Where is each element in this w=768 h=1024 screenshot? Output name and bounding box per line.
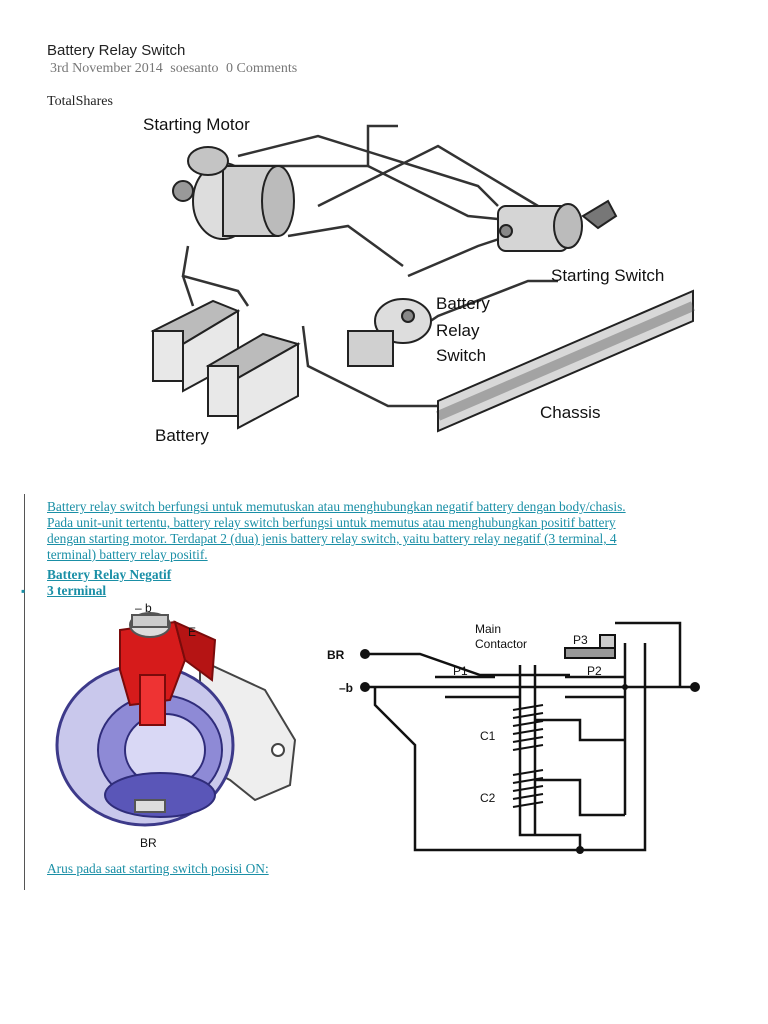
- circuit-label-br: BR: [327, 648, 345, 662]
- circuit-label-p3: P3: [573, 633, 588, 647]
- starting-switch: [497, 199, 618, 252]
- starting-motor: [172, 146, 295, 240]
- circuit-label-c1: C1: [480, 729, 496, 743]
- relay-label-minus-b: – b: [135, 601, 152, 615]
- intro-line-3: dengan starting motor. Terdapat 2 (dua) …: [47, 531, 617, 546]
- paragraph-starting-switch-on[interactable]: Arus pada saat starting switch posisi ON…: [47, 861, 269, 876]
- intro-line-4: terminal) battery relay positif.: [47, 547, 208, 562]
- label-starting-motor: Starting Motor: [143, 115, 250, 134]
- label-battery-relay-1: Battery: [436, 294, 490, 313]
- post-meta: 3rd November 2014 soesanto 0 Comments: [50, 61, 301, 77]
- batteries: [150, 299, 301, 430]
- circuit-label-p2: P2: [587, 664, 602, 678]
- relay-label-br: BR: [140, 836, 157, 850]
- heading-battery-relay-negatif[interactable]: Battery Relay Negatif: [47, 567, 172, 582]
- circuit-label-main-2: Contactor: [475, 637, 527, 651]
- bullet-icon: ▪: [21, 584, 26, 598]
- post-title: Battery Relay Switch: [47, 42, 186, 59]
- label-battery: Battery: [155, 426, 209, 445]
- label-starting-switch: Starting Switch: [551, 266, 664, 285]
- battery-relay-switch: [347, 298, 432, 367]
- post-author[interactable]: soesanto: [170, 61, 219, 76]
- circuit-label-minus-b: –b: [339, 681, 353, 695]
- intro-paragraph[interactable]: Battery relay switch berfungsi untuk mem…: [47, 499, 727, 563]
- post-comments[interactable]: 0 Comments: [225, 61, 298, 76]
- red-terminal-block: [119, 620, 217, 726]
- total-shares: TotalShares: [47, 94, 113, 109]
- intro-line-2: Pada unit-unit tertentu, battery relay s…: [47, 515, 616, 530]
- content-block: Battery relay switch berfungsi untuk mem…: [21, 494, 727, 890]
- starting-system-diagram: Starting Motor Starting Switch Battery R…: [143, 115, 695, 445]
- circuit-label-p1: P1: [453, 664, 468, 678]
- heading-3-terminal[interactable]: 3 terminal: [47, 583, 107, 598]
- intro-line-1: Battery relay switch berfungsi untuk mem…: [47, 499, 626, 514]
- label-battery-relay-2: Relay: [436, 321, 480, 340]
- post-date[interactable]: 3rd November 2014: [50, 61, 163, 76]
- relay-label-e: E: [188, 625, 196, 639]
- label-battery-relay-3: Switch: [436, 346, 486, 365]
- circuit-label-c2: C2: [480, 791, 496, 805]
- chassis: [436, 289, 695, 433]
- relay-cutaway-figure: – b E BR: [55, 601, 297, 850]
- circuit-label-main-1: Main: [475, 622, 501, 636]
- label-chassis: Chassis: [540, 403, 600, 422]
- relay-circuit-schematic: Main Contactor P3 BR –b P1 P2 C1 C2: [327, 621, 700, 854]
